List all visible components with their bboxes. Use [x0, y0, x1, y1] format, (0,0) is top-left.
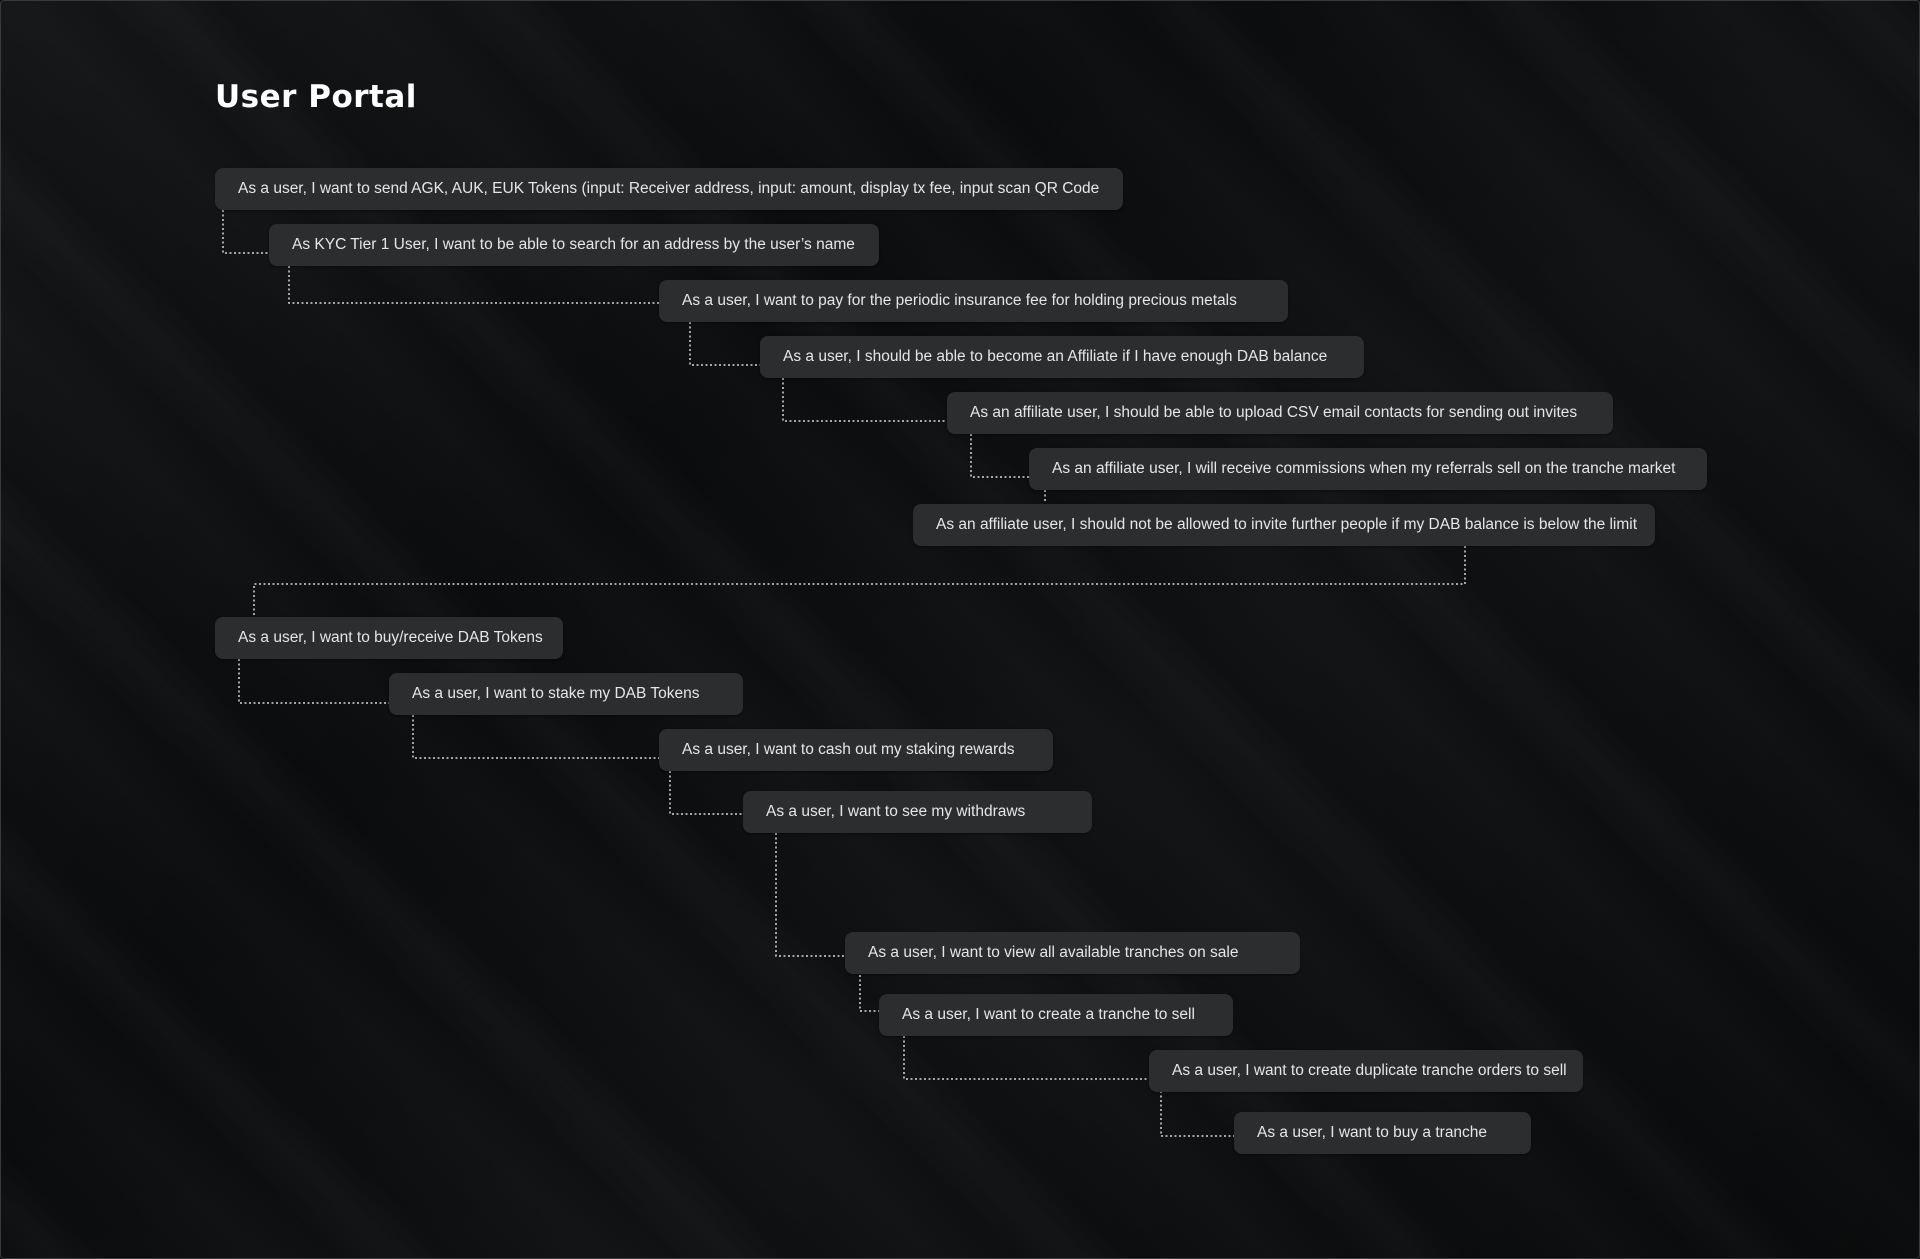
connector-line [669, 771, 743, 815]
story-card[interactable]: As a user, I want to send AGK, AUK, EUK … [215, 168, 1123, 210]
story-card[interactable]: As a user, I want to cash out my staking… [659, 729, 1053, 771]
story-card[interactable]: As a user, I want to create duplicate tr… [1149, 1050, 1583, 1092]
connector-line [903, 1036, 1149, 1080]
connector-line [253, 546, 1466, 617]
story-card[interactable]: As KYC Tier 1 User, I want to be able to… [269, 224, 879, 266]
connector-line [1160, 1091, 1234, 1137]
story-card[interactable]: As a user, I want to see my withdraws [743, 791, 1092, 833]
story-card[interactable]: As a user, I want to create a tranche to… [879, 994, 1233, 1036]
story-card[interactable]: As a user, I want to view all available … [845, 932, 1300, 974]
story-card[interactable]: As an affiliate user, I should not be al… [913, 504, 1655, 546]
story-card[interactable]: As a user, I want to buy/receive DAB Tok… [215, 617, 563, 659]
connector-line [782, 378, 947, 422]
story-card[interactable]: As a user, I should be able to become an… [760, 336, 1364, 378]
page-title: User Portal [215, 79, 417, 115]
connector-line [970, 434, 1029, 478]
connector-line [288, 266, 659, 304]
story-card[interactable]: As a user, I want to stake my DAB Tokens [389, 673, 743, 715]
story-card[interactable]: As an affiliate user, I should be able t… [947, 392, 1613, 434]
story-card[interactable]: As an affiliate user, I will receive com… [1029, 448, 1707, 490]
connector-line [775, 833, 845, 957]
story-card[interactable]: As a user, I want to buy a tranche [1234, 1112, 1531, 1154]
connector-line [412, 715, 659, 759]
connector-line [222, 210, 269, 254]
connector-line [238, 659, 389, 704]
connector-line [689, 322, 760, 366]
story-card[interactable]: As a user, I want to pay for the periodi… [659, 280, 1288, 322]
connector-line [859, 975, 879, 1012]
